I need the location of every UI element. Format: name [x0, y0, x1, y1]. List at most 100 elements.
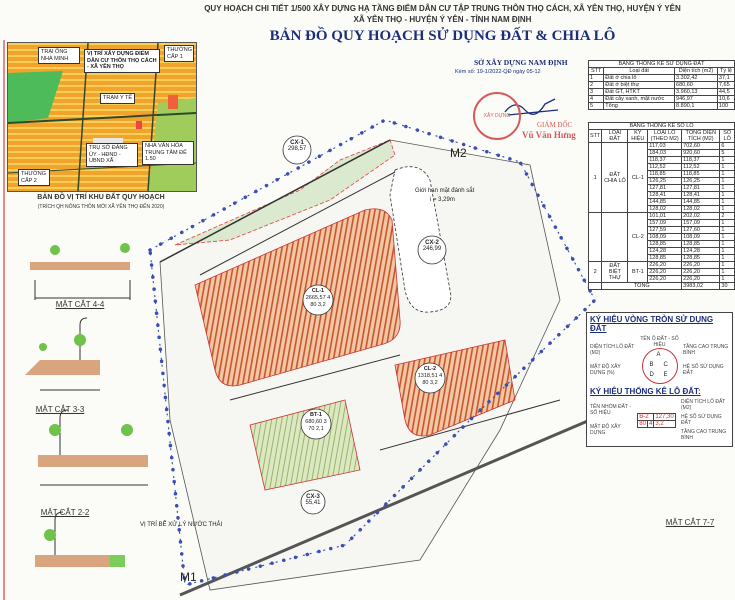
- zone-code: CX-2: [425, 240, 439, 246]
- zone-area: 1318,51: [417, 373, 438, 379]
- table-cell: Đất ở chia lô: [603, 74, 676, 82]
- sheet-border: [3, 40, 5, 600]
- table-cell: 112,52: [681, 163, 721, 171]
- zone-area: 2665,57: [305, 295, 326, 301]
- table-cell: 1: [719, 191, 735, 199]
- table-cell: Đất GT, HTKT: [603, 88, 676, 96]
- table-cell: 7,65: [716, 81, 735, 89]
- table-cell: 5: [719, 149, 735, 157]
- zone-floors: 3: [323, 419, 327, 425]
- inset-caption: BẢN ĐỒ VỊ TRÍ KHU ĐẤT QUY HOẠCH: [37, 194, 165, 201]
- table-cell: 127,59: [647, 226, 683, 234]
- zone-far: 3,2: [318, 302, 326, 308]
- table-cell: 128,41: [681, 191, 721, 199]
- table-cell: 184,03: [647, 149, 683, 157]
- zone-density: 70: [308, 426, 315, 432]
- table-cell: 226,20: [647, 268, 683, 276]
- table-title: BẢNG THỐNG KÊ SỬ DỤNG ĐẤT: [588, 60, 735, 68]
- table-cell: 108,09: [647, 233, 683, 241]
- column-header: STT: [587, 129, 603, 143]
- total-lots: 30: [719, 282, 735, 290]
- table-cell: 680,60: [674, 81, 718, 89]
- green-buffer: [174, 139, 396, 246]
- approval-org: SỞ XÂY DỰNG NAM ĐỊNH: [474, 58, 568, 67]
- table-cell: 702,60: [681, 142, 721, 150]
- legend-text: TẦNG CAO TRUNG BÌNH: [680, 429, 727, 441]
- section-label-3-3: MẶT CẮT 3-3: [35, 405, 85, 414]
- table-cell: 226,20: [681, 275, 721, 283]
- table-cell: 128,85: [681, 240, 721, 248]
- table-cell: 1: [719, 177, 735, 185]
- signer-role: GIÁM ĐỐC: [537, 121, 573, 129]
- table-cell: 3.302,42: [674, 74, 718, 82]
- table-cell: 101,01: [647, 212, 683, 220]
- table-cell: 1: [719, 184, 735, 192]
- table-cell: 144,85: [647, 198, 683, 206]
- section-label-2-2: MẶT CẮT 2-2: [40, 508, 90, 517]
- legend-text: DIỆN TÍCH LÔ ĐẤT (M2): [590, 344, 635, 356]
- inset-label: NHÀ VĂN HÓA TRUNG TÂM ĐẾ 1.50: [142, 141, 194, 165]
- legend-circle: A B C D E: [641, 348, 678, 384]
- sample-floors: 4: [646, 419, 655, 428]
- table-cell: 1: [719, 198, 735, 206]
- table-cell: 44,5: [716, 88, 735, 96]
- table-cell: 118,37: [647, 156, 683, 164]
- table-cell: 946,97: [674, 95, 718, 103]
- column-header: KÝ HIỆU: [627, 129, 649, 143]
- road-slope: i = 3,29m: [430, 197, 455, 203]
- inset-label: TRỤ SỞ ĐẢNG ỦY - HĐND - UBND XÃ: [86, 143, 138, 167]
- table-cell: 3.960,13: [674, 88, 718, 96]
- table-cell: 920,60: [681, 149, 721, 157]
- official-seal: XÂY DỰNG: [473, 92, 521, 140]
- section-label-7-7: MẶT CẮT 7-7: [665, 518, 715, 527]
- table-cell: 126,25: [647, 177, 683, 185]
- inset-label: THƯỜNG CẤP 1: [164, 45, 194, 62]
- plan-boundary: [149, 119, 596, 586]
- table-cell: 112,52: [647, 163, 683, 171]
- table-cell: 2: [587, 261, 603, 283]
- table-cell: 6: [719, 142, 735, 150]
- table-cell: Đất ở biệt thự: [603, 81, 676, 89]
- section-4-4-drawing: [30, 243, 131, 300]
- table-cell: 124,28: [681, 247, 721, 255]
- legend-letter: D: [649, 372, 654, 378]
- table-cell: 127,81: [681, 184, 721, 192]
- table-cell: 117,03: [647, 142, 683, 150]
- table-cell: CL-2: [627, 212, 649, 262]
- table-cell: 2: [587, 81, 605, 89]
- zone-density: 80: [310, 302, 317, 308]
- zone-code: CX-1: [290, 140, 304, 146]
- marker-m1: M1: [180, 570, 197, 584]
- table-cell: 1: [719, 233, 735, 241]
- table-cell: 4: [587, 95, 605, 103]
- table-cell: 1: [719, 219, 735, 227]
- table-cell: 108,09: [681, 233, 721, 241]
- table-cell: 226,20: [647, 275, 683, 283]
- table-cell: Đất cây xanh, mặt nước: [603, 95, 676, 103]
- table-cell: 118,85: [647, 170, 683, 178]
- legend-lot-row: TÊN NHÓM ĐẤT - SỐ HIỆU MẬT ĐỘ XÂY DỰNG B…: [590, 399, 729, 441]
- zone-floors: 4: [439, 373, 443, 379]
- legend-text: MẬT ĐỘ XÂY DỰNG: [590, 424, 621, 436]
- zone-code: BT-1: [310, 412, 322, 418]
- table-cell: BT-1: [627, 261, 649, 283]
- table-cell: 118,37: [681, 156, 721, 164]
- legend-text: TẦNG CAO TRUNG BÌNH: [683, 344, 729, 356]
- table-cell: 8.890,1: [674, 102, 718, 110]
- legend-panel: KÝ HIỆU VÒNG TRÒN SỬ DỤNG ĐẤT DIỆN TÍCH …: [586, 312, 733, 447]
- zone-far: 2,1: [316, 426, 324, 432]
- table-cell: 2: [719, 212, 735, 220]
- section-1-1-drawing: [35, 511, 125, 567]
- table-cell: 157,09: [681, 219, 721, 227]
- legend-text: MẬT ĐỘ XÂY DỰNG (%): [590, 364, 621, 376]
